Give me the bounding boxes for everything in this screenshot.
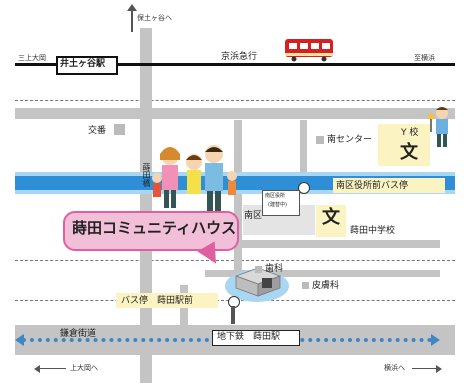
temporary-office-label-line2: (建替中)	[268, 202, 287, 208]
koban-building	[114, 124, 125, 135]
facility-building	[224, 262, 290, 304]
ward-office-bus-stop-label: 南区役所前バス停	[336, 181, 409, 191]
koban-label: 交番	[88, 126, 107, 136]
road-middle	[195, 240, 440, 248]
guide-person-icon	[428, 104, 456, 150]
guide-line	[15, 100, 455, 101]
side-road-vertical	[234, 120, 242, 280]
temporary-office-label-line1: 南区役所	[265, 193, 286, 199]
side-road-east	[300, 120, 307, 175]
keikyu-line-label: 京浜急行	[221, 52, 258, 62]
east-arrow-line	[412, 368, 436, 369]
keikyu-railway-line	[15, 63, 455, 66]
minami-center-label: 南センター	[327, 135, 373, 145]
arrow-left-icon	[34, 365, 40, 373]
station-idogaya-label: 井土ヶ谷駅	[60, 59, 106, 69]
subway-station-label: 地下鉄 蒔田駅	[217, 332, 281, 342]
family-illustration	[150, 142, 238, 214]
east-destination-top-label: 至横浜	[414, 54, 435, 62]
facility-callout	[63, 211, 239, 251]
dentist-building	[255, 266, 262, 273]
subway-entrance-marker	[231, 306, 235, 324]
dentist-label: 歯科	[265, 264, 284, 274]
arrow-right-icon	[431, 334, 440, 346]
west-destination-bottom-label: 上大岡へ	[70, 364, 98, 372]
kamakura-kaido-label: 鎌倉街道	[60, 329, 97, 339]
road-lower	[205, 270, 440, 277]
dermatology-building	[302, 282, 309, 289]
arrow-up-icon	[127, 4, 137, 11]
facility-name: 蒔田コミュニティハウス	[72, 219, 237, 237]
arrow-right-icon	[436, 365, 442, 373]
temporary-office-sign	[262, 190, 300, 216]
middle-school-icon: 文	[322, 207, 340, 228]
ward-office-bus-stop-area	[333, 178, 445, 193]
road-upper	[15, 108, 455, 119]
middle-school-area	[316, 205, 346, 237]
east-destination-bottom-label: 横浜へ	[384, 364, 405, 372]
north-destination-label: 保土ヶ谷へ	[137, 14, 172, 22]
bridge-label: 蒔田橋	[142, 163, 151, 187]
subway-station-box	[212, 330, 300, 346]
north-arrow	[131, 10, 133, 32]
ward-office-label: 南区	[244, 211, 263, 221]
maita-bus-stop-label: バス停 蒔田駅前	[121, 296, 194, 306]
arrow-left-icon	[15, 334, 24, 346]
station-idogaya-box	[56, 56, 118, 75]
y-school-label: Y 校	[401, 128, 419, 138]
train-icon	[284, 37, 334, 62]
west-destination-top-label: 三上大岡	[18, 54, 46, 62]
bus-stop-icon	[298, 182, 310, 194]
west-arrow-line	[40, 368, 66, 369]
maita-bus-stop-area	[116, 293, 218, 308]
y-school-area	[378, 124, 430, 166]
minami-center-building	[316, 136, 324, 144]
dermatology-label: 皮膚科	[312, 281, 340, 291]
middle-school-label: 蒔田中学校	[350, 226, 396, 236]
school-icon: 文	[400, 142, 418, 163]
